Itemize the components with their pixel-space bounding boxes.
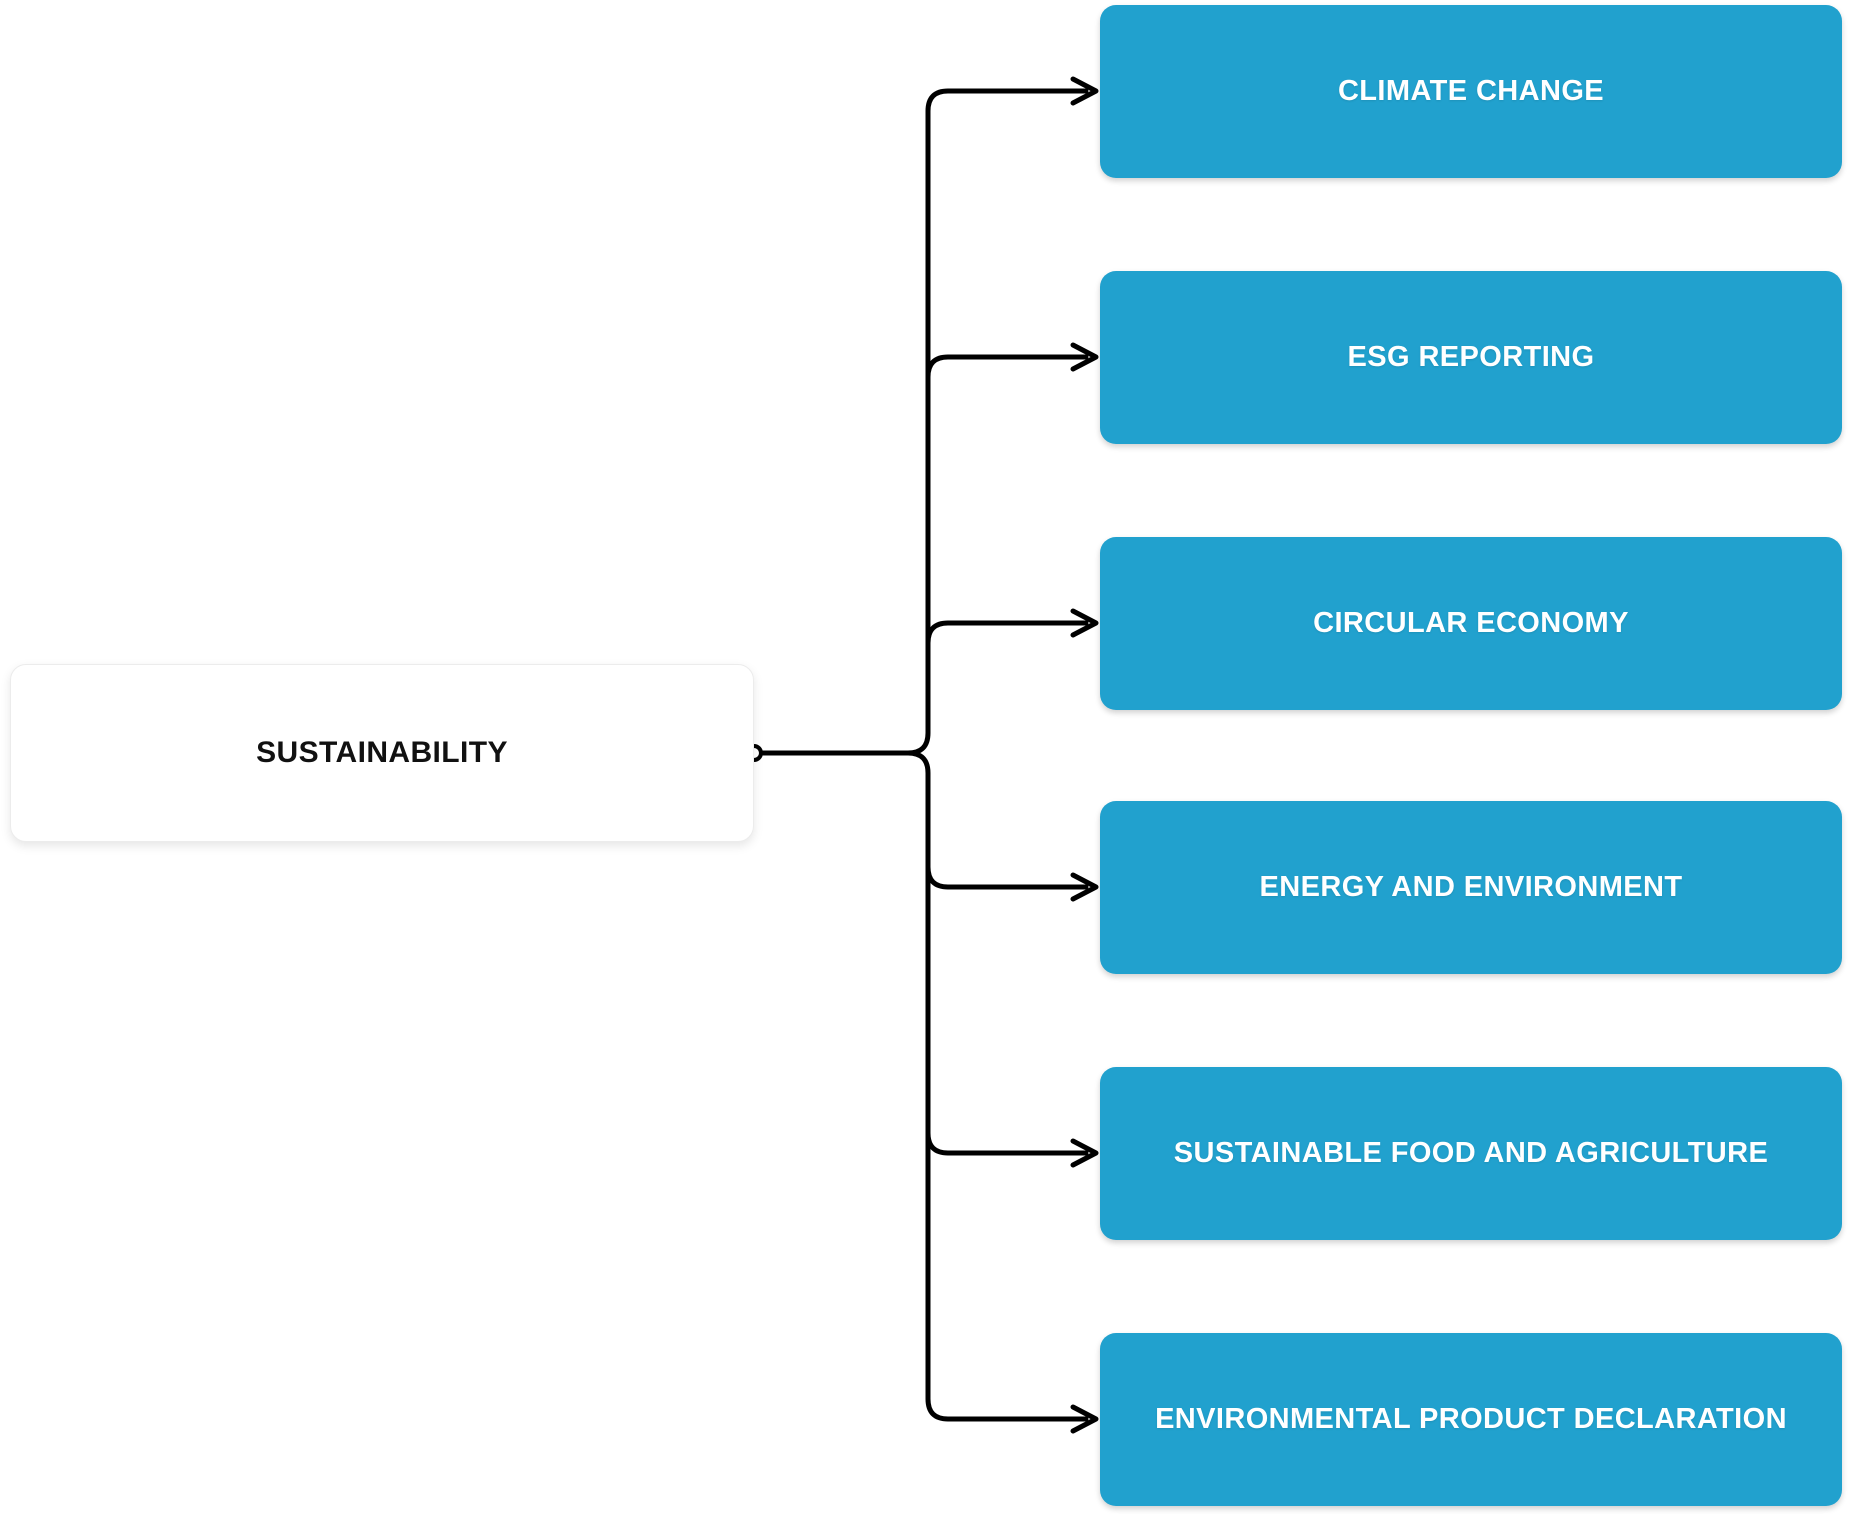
connector-branch-4 — [925, 864, 1089, 890]
connector-branch-3 — [925, 620, 1089, 646]
node-climate-change[interactable]: CLIMATE CHANGE — [1100, 5, 1842, 178]
node-esg-reporting[interactable]: ESG REPORTING — [1100, 271, 1842, 444]
child-node-label: ENVIRONMENTAL PRODUCT DECLARATION — [1155, 1403, 1787, 1435]
child-node-label: CLIMATE CHANGE — [1337, 75, 1605, 107]
child-node-label: ENERGY AND ENVIRONMENT — [1259, 871, 1683, 903]
arrowhead-icon-2 — [1070, 342, 1099, 372]
root-node-label: SUSTAINABILITY — [256, 736, 508, 769]
connector-trunk-up-branch-1 — [905, 88, 1089, 756]
arrowhead-icon-4 — [1070, 872, 1099, 902]
node-sustainability[interactable]: SUSTAINABILITY — [10, 664, 754, 842]
node-sustainable-food-and-agriculture[interactable]: SUSTAINABLE FOOD AND AGRICULTURE — [1100, 1067, 1842, 1240]
arrowhead-icon-1 — [1070, 76, 1099, 106]
connector-trunk-down-branch-6 — [905, 750, 1089, 1422]
node-environmental-product-declaration[interactable]: ENVIRONMENTAL PRODUCT DECLARATION — [1100, 1333, 1842, 1506]
connector-branch-2 — [925, 354, 1089, 380]
child-node-label: SUSTAINABLE FOOD AND AGRICULTURE — [1173, 1137, 1769, 1169]
child-node-label: ESG REPORTING — [1347, 341, 1595, 373]
arrowhead-icon-5 — [1070, 1138, 1099, 1168]
node-energy-and-environment[interactable]: ENERGY AND ENVIRONMENT — [1100, 801, 1842, 974]
node-circular-economy[interactable]: CIRCULAR ECONOMY — [1100, 537, 1842, 710]
arrowhead-icon-3 — [1070, 608, 1099, 638]
connector-branch-5 — [925, 1130, 1089, 1156]
child-node-label: CIRCULAR ECONOMY — [1313, 607, 1629, 639]
arrowhead-icon-6 — [1070, 1404, 1099, 1434]
